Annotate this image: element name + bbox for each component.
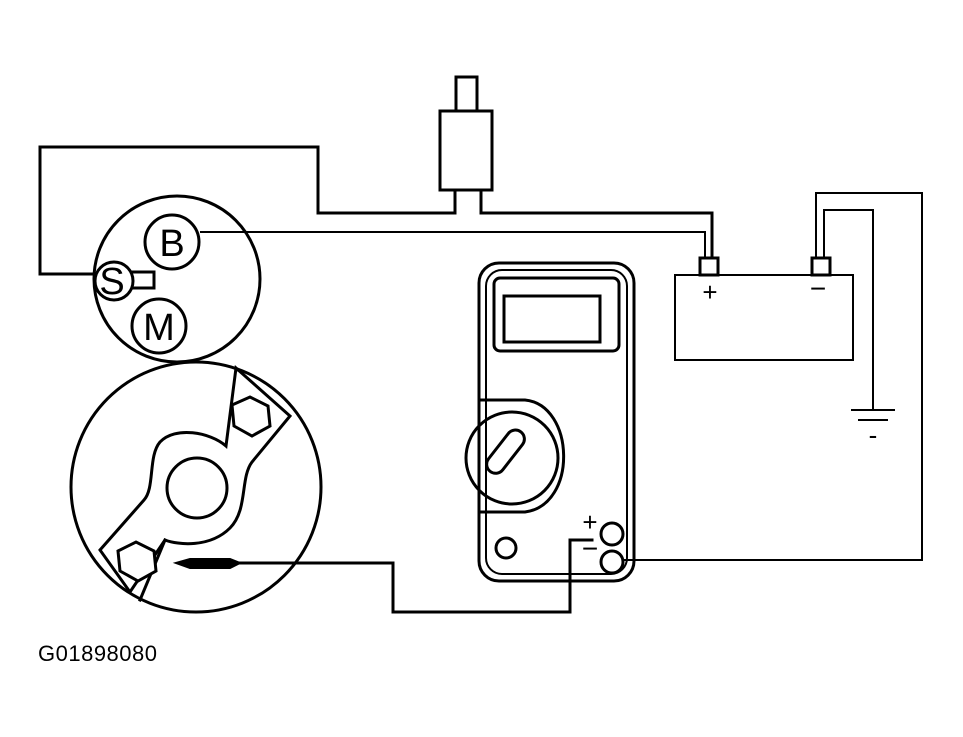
battery: + − <box>674 256 854 361</box>
battery-positive-label: + <box>702 277 717 307</box>
wires <box>38 145 923 614</box>
starter-motor <box>69 360 323 614</box>
meter-jack-positive <box>599 521 625 547</box>
test-probe-icon <box>172 558 243 569</box>
wire-switch-to-battery-positive <box>479 188 714 260</box>
meter-dial-knob <box>485 428 526 475</box>
battery-post-positive <box>698 256 720 277</box>
ground-label: - <box>869 420 878 450</box>
wire-battery-negative-to-meter <box>622 192 923 561</box>
ground-symbol-icon: - <box>851 409 895 450</box>
battery-case <box>674 274 854 361</box>
battery-post-negative <box>810 256 832 277</box>
starter-solenoid: B S M <box>92 194 262 364</box>
battery-negative-label: − <box>810 273 826 304</box>
switch-plunger <box>454 75 479 113</box>
figure-id: G01898080 <box>38 641 158 666</box>
meter-jack-common <box>494 536 518 560</box>
ignition-switch <box>438 75 494 192</box>
meter-display-window <box>502 294 602 344</box>
switch-body <box>438 109 494 192</box>
terminal-b-label: B <box>159 223 184 265</box>
wire-b-to-battery-positive <box>200 231 706 258</box>
wire-battery-negative-to-ground <box>823 209 874 410</box>
motor-bore <box>165 456 229 520</box>
bolt-head-lower-icon <box>116 540 158 583</box>
multimeter: + − <box>464 261 636 583</box>
wire-probe-to-meter <box>236 538 594 614</box>
terminal-m-label: M <box>143 307 175 349</box>
terminal-s <box>93 260 135 302</box>
meter-body <box>477 261 636 583</box>
motor-housing <box>69 360 323 614</box>
terminal-b <box>143 213 201 271</box>
meter-inner-border <box>485 269 628 575</box>
meter-negative-label: − <box>582 533 598 564</box>
meter-dial-recess <box>477 398 566 514</box>
motor-flange <box>98 364 293 595</box>
meter-dial <box>464 410 560 506</box>
terminal-s-label: S <box>99 261 124 303</box>
wire-s-to-switch <box>38 145 457 276</box>
meter-positive-label: + <box>582 507 597 537</box>
terminal-m <box>130 297 188 355</box>
bolt-head-upper-icon <box>230 395 272 438</box>
meter-jack-negative <box>599 549 625 575</box>
